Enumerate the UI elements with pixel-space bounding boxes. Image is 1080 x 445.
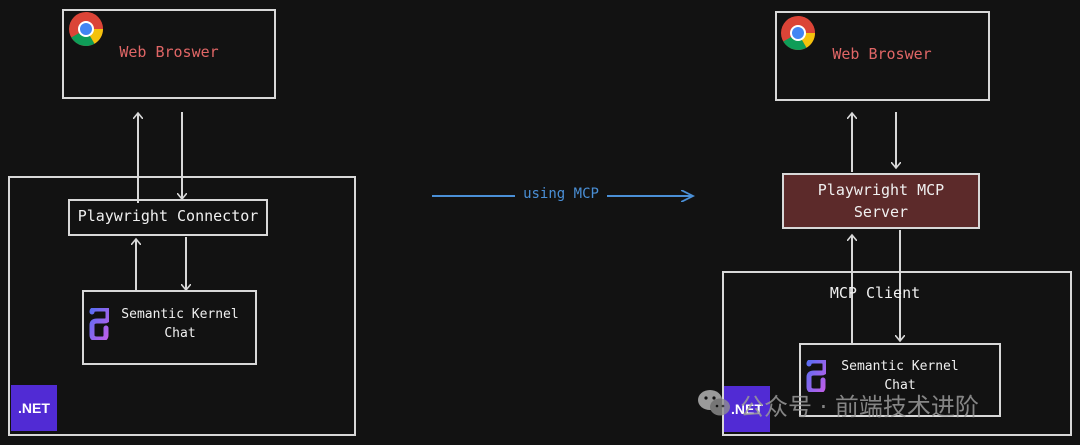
mcp-server-label-line2: Server xyxy=(853,203,909,221)
left-dotnet-logo: .NET xyxy=(11,385,57,431)
playwright-connector-box xyxy=(68,199,268,236)
left-app-frame xyxy=(8,176,356,436)
left-sk-label: Semantic Kernel Chat xyxy=(115,305,245,343)
left-browser-box xyxy=(62,9,276,99)
playwright-connector-label: Playwright Connector xyxy=(77,207,259,225)
mcp-client-frame xyxy=(722,271,1072,436)
mcp-server-label-line1: Playwright MCP xyxy=(817,181,945,199)
right-sk-label: Semantic Kernel Chat xyxy=(835,357,965,395)
mcp-client-label: MCP Client xyxy=(829,284,921,302)
right-sk-label-line2: Chat xyxy=(884,378,916,393)
mcp-server-label: Playwright MCP Server xyxy=(782,179,980,223)
chrome-icon xyxy=(69,12,103,46)
left-sk-label-line1: Semantic Kernel xyxy=(121,307,239,322)
wechat-icon xyxy=(698,390,730,416)
left-sk-label-line2: Chat xyxy=(164,326,196,341)
semantic-kernel-icon xyxy=(89,308,109,340)
right-sk-label-line1: Semantic Kernel xyxy=(841,359,959,374)
right-dotnet-logo: .NET xyxy=(724,386,770,432)
chrome-icon xyxy=(781,16,815,50)
right-sk-box xyxy=(799,343,1001,417)
right-browser-label: Web Broswer xyxy=(832,45,932,63)
mcp-server-box xyxy=(782,173,980,229)
using-mcp-label: using MCP xyxy=(523,186,599,202)
left-browser-label: Web Broswer xyxy=(119,43,219,61)
semantic-kernel-icon xyxy=(806,360,826,392)
left-sk-box xyxy=(82,290,257,365)
watermark-text: 公众号 · 前端技术进阶 xyxy=(740,393,979,421)
right-browser-box xyxy=(775,11,990,101)
